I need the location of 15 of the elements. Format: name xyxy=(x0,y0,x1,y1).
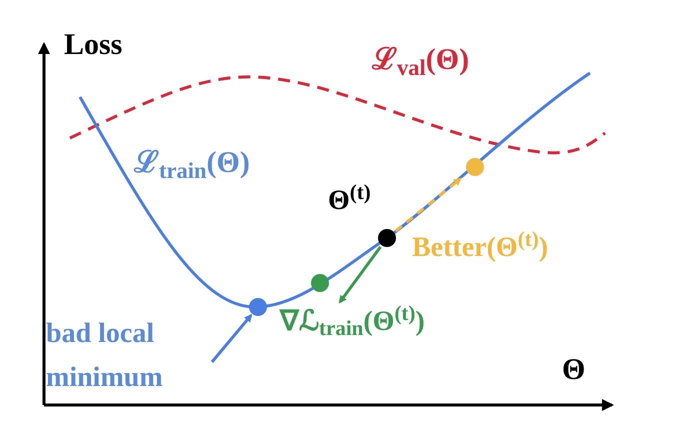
axis-title: Loss xyxy=(64,30,122,60)
arrow xyxy=(394,178,462,232)
curve-label: ℒ$_{train}$(Θ) xyxy=(134,148,250,178)
annotation-text: ∇ℒ$_{train}$(Θ$^{(t)}$) xyxy=(280,300,426,342)
curve-label: ℒ$_{val}$(Θ) xyxy=(372,45,470,75)
point-marker xyxy=(378,229,396,247)
curve-label: Θ xyxy=(562,355,586,385)
annotation-text: bad local minimum xyxy=(46,317,164,395)
arrow xyxy=(338,246,382,304)
point-marker xyxy=(466,158,484,176)
curve-label: Better(Θ$^{(t)}$) xyxy=(412,234,548,262)
arrow xyxy=(210,314,252,363)
point-marker xyxy=(249,298,267,316)
point-label: Θ$^{(t)}$ xyxy=(328,187,371,215)
point-marker xyxy=(311,274,329,292)
